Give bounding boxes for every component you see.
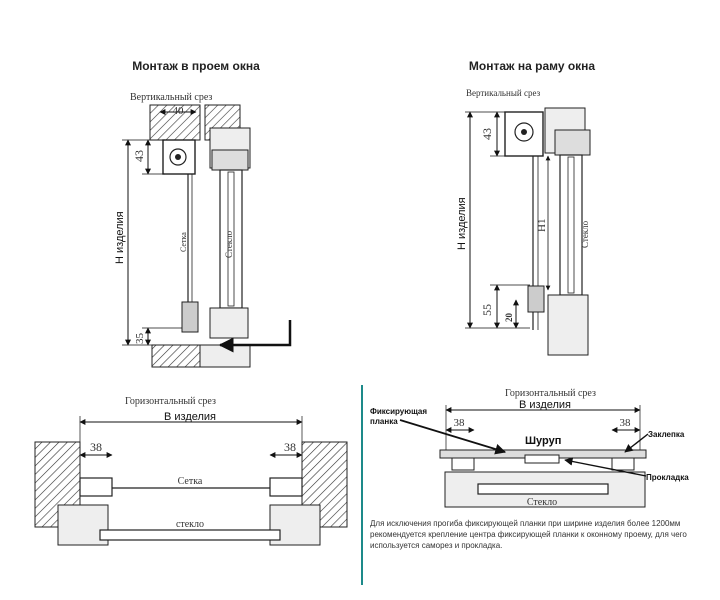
right-label-plank-2: планка [370,417,398,426]
left-horizontal-section: Горизонтальный срез В изделия 38 38 Сетк… [34,396,348,546]
right-dim-55: 55 [480,304,494,316]
left-mesh-label-h: Сетка [178,476,203,487]
left-glass-label-h: стекло [176,519,204,530]
right-label-cap: Заклепка [648,430,685,439]
right-glass-label-h: Стекло [527,497,557,508]
left-vertical-section: Вертикальный срез 40 Сетка Стекло [114,92,292,368]
left-dim-43: 43 [132,150,146,162]
left-vertical-label: Вертикальный срез [130,92,212,103]
left-dim-top: 40 [173,105,185,117]
right-vertical-label: Вертикальный срез [466,88,541,98]
right-height-label: Н изделия [456,197,468,250]
right-horizontal-label: Горизонтальный срез [505,388,596,399]
left-width-label: В изделия [164,411,216,423]
left-title: Монтаж в проем окна [132,59,260,73]
left-dim-38-left: 38 [90,440,102,454]
left-height-label: Н изделия [114,211,126,264]
right-inner-label: Н1 [536,219,548,232]
right-dim-38-right: 38 [620,417,632,429]
right-glass-label: Стекло [580,220,590,248]
left-dim-35: 35 [134,333,146,345]
right-horizontal-section: Горизонтальный срез В изделия 38 38 Стек… [370,388,689,508]
left-mesh-label: Сетка [179,232,188,252]
right-label-plank-1: Фиксирующая [370,407,427,416]
right-vertical-section: Вертикальный срез Стекло Н1 43 55 20 Н и… [456,88,591,356]
left-dim-38-right: 38 [284,440,296,454]
right-dim-20: 20 [504,313,514,323]
right-label-gasket: Прокладка [646,473,689,482]
right-note: Для исключения прогиба фиксирующей планк… [370,519,687,550]
left-horizontal-label: Горизонтальный срез [125,396,216,407]
right-label-screw: Шуруп [525,435,561,447]
right-dim-38-left: 38 [454,417,466,429]
right-dim-43: 43 [480,128,494,140]
left-glass-label: Стекло [224,230,234,258]
section-divider [361,385,363,585]
right-width-label: В изделия [519,399,571,411]
right-title: Монтаж на раму окна [469,59,596,73]
